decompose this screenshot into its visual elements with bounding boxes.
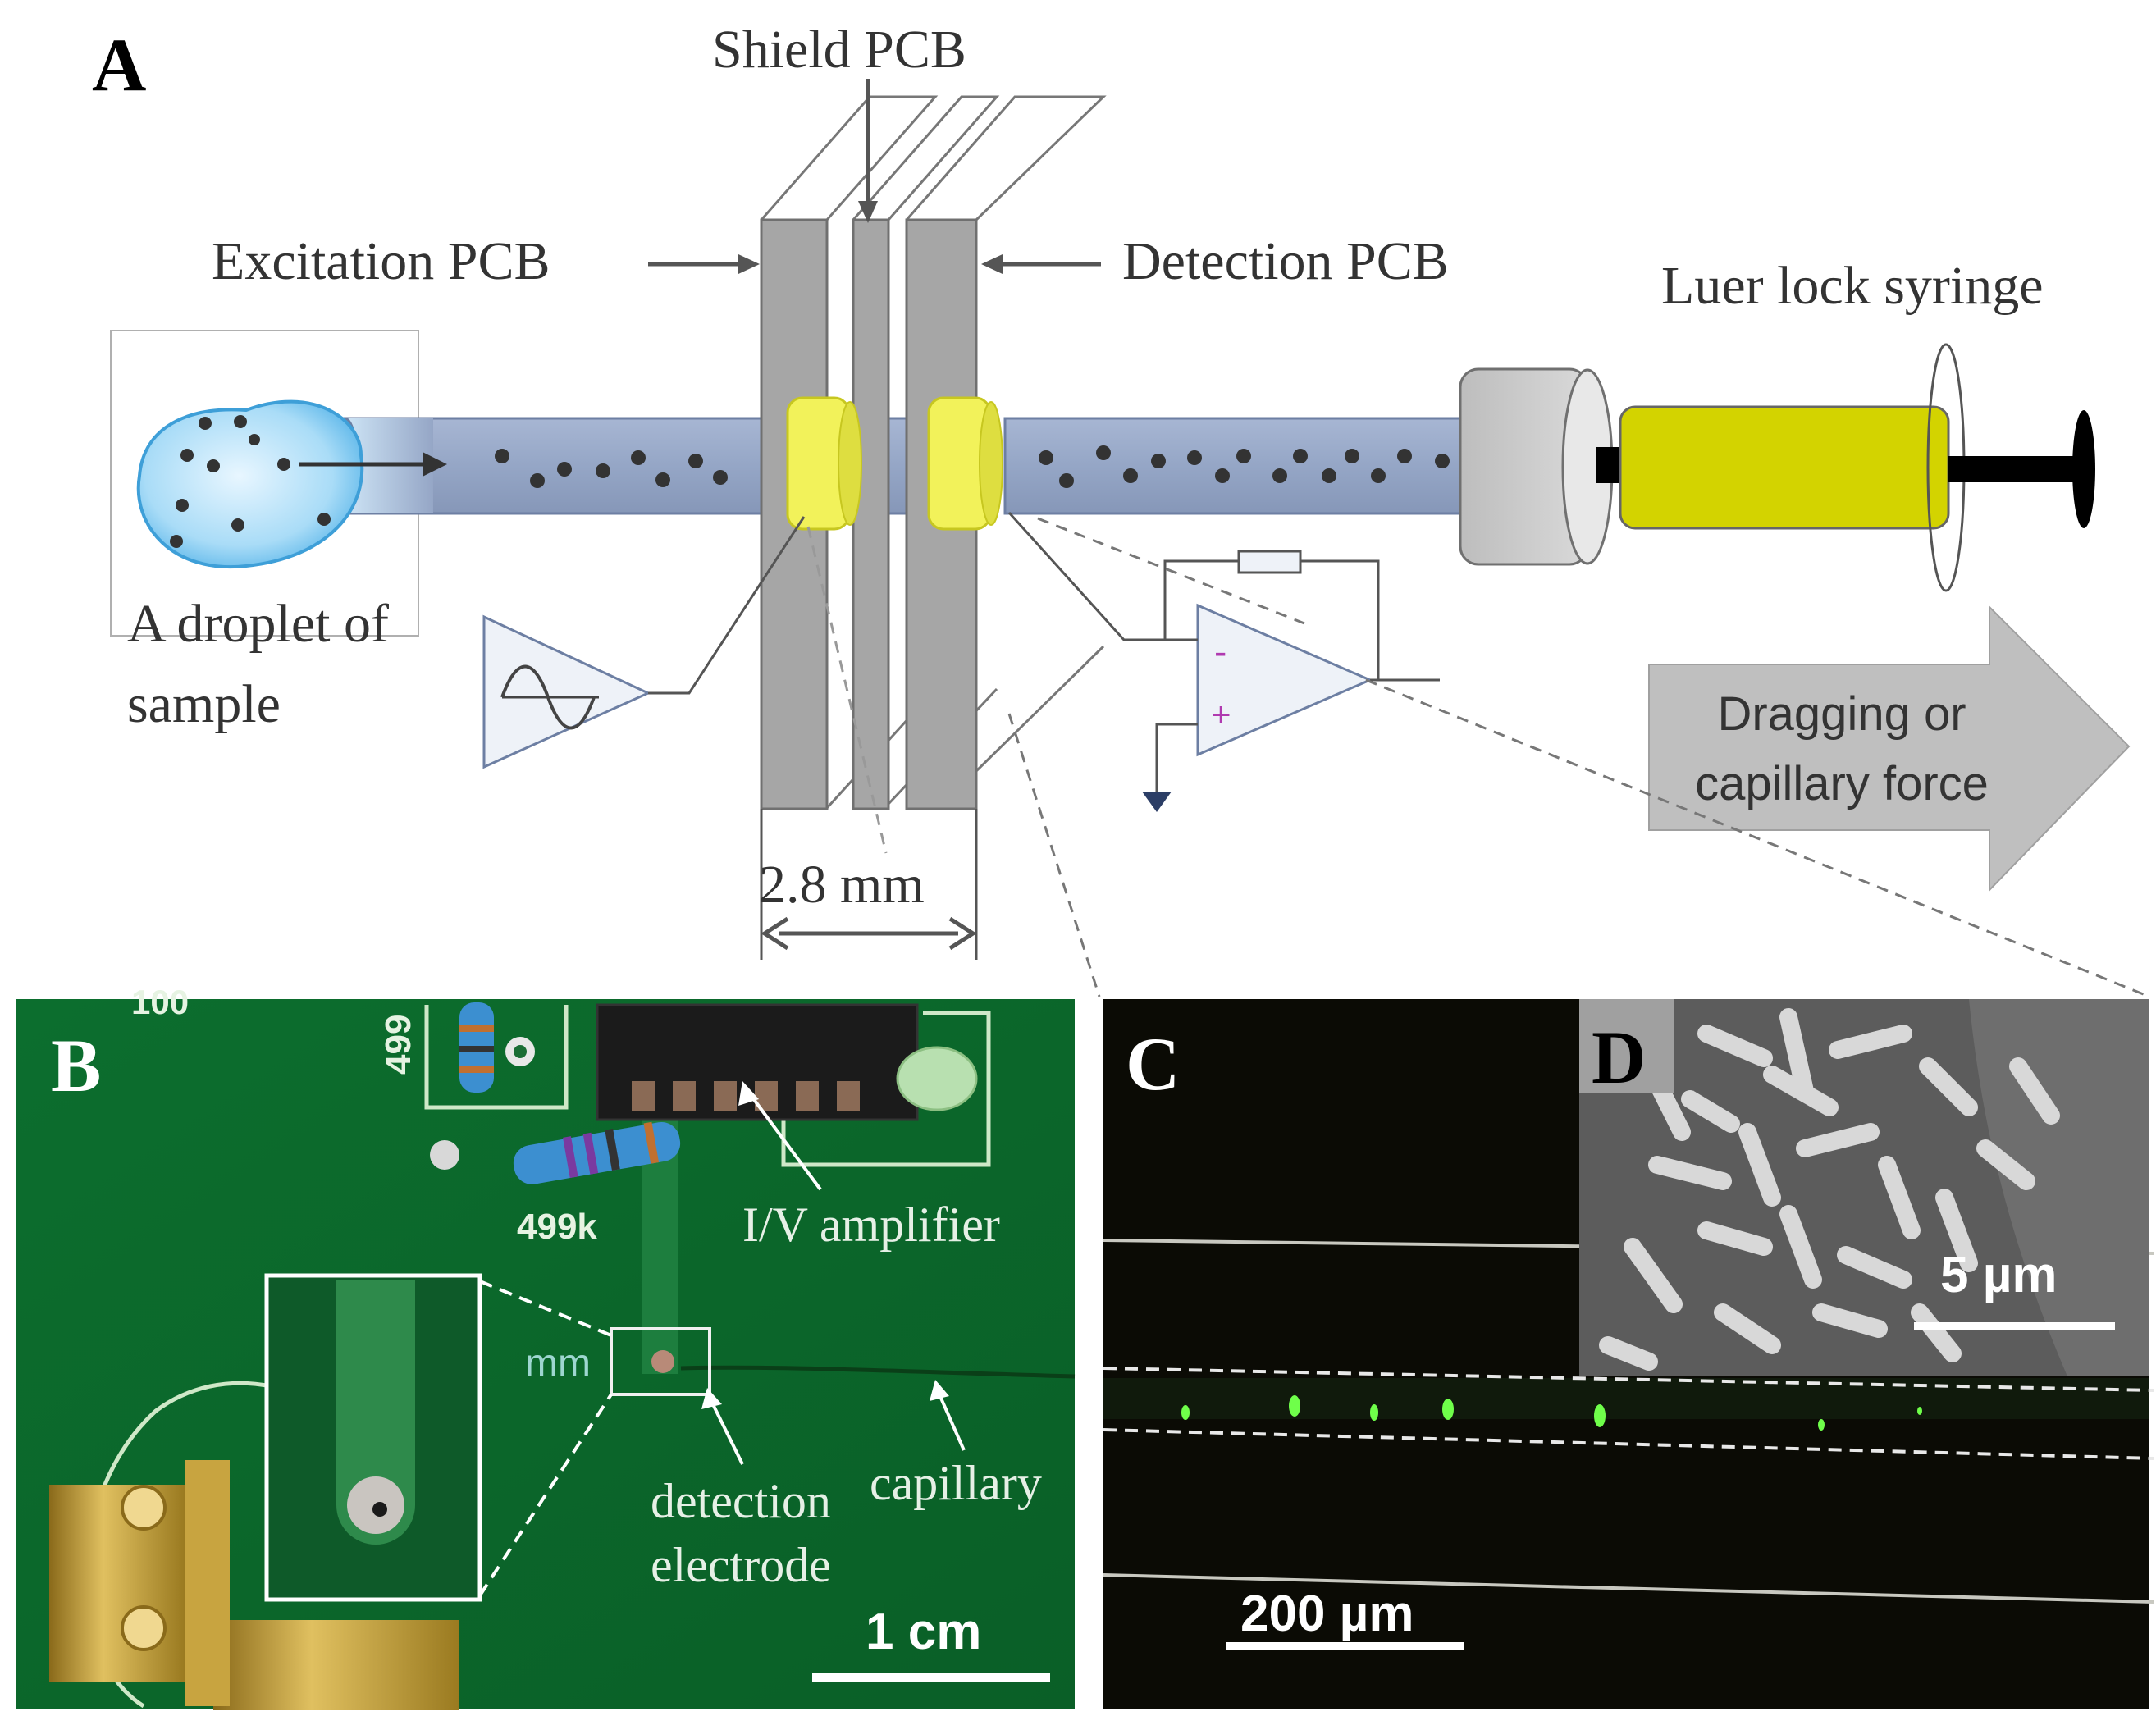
ground-wire xyxy=(1155,723,1198,792)
capillary-wall-bottom xyxy=(1103,1573,2154,1604)
flow-arrowhead xyxy=(423,452,447,477)
excitation-pcb-label: Excitation PCB xyxy=(212,231,550,291)
electrode-leader-head xyxy=(701,1388,722,1409)
electrode-label-line2: electrode xyxy=(651,1538,831,1592)
shield-pcb-label: Shield PCB xyxy=(712,20,966,80)
dragging-arrow-line2: capillary force xyxy=(1695,757,1989,810)
capillary-leader-head xyxy=(930,1380,949,1401)
resistor-horizontal xyxy=(430,1121,681,1184)
sem-background-right xyxy=(1969,999,2149,1376)
capillary-line xyxy=(680,1365,1076,1379)
detection-wire xyxy=(1007,511,1198,641)
zoom-line-right xyxy=(1365,678,2150,998)
fluorescent-cells xyxy=(1181,1395,1922,1431)
panel-d-letter: D xyxy=(1592,1015,1646,1099)
feedback-wire-left xyxy=(1163,559,1239,640)
electrode-hole xyxy=(651,1350,674,1373)
op-amp xyxy=(1196,603,1373,757)
panel-b-letter: B xyxy=(51,1024,101,1107)
amplifier-leader xyxy=(749,1093,822,1191)
panel-d: D 5 µm xyxy=(1579,999,2149,1376)
electrode-box xyxy=(610,1327,711,1396)
syringe-barrel xyxy=(1619,405,1950,530)
dimension-arrowhead-left xyxy=(761,916,789,951)
panel-b-scale-label: 1 cm xyxy=(866,1604,981,1660)
syringe-plunger-thumb xyxy=(2072,410,2095,528)
syringe-plunger-rod xyxy=(1948,456,2084,482)
capillary-tube-right xyxy=(1003,417,1482,515)
ic-pins xyxy=(632,1081,860,1111)
channel-dashed-top xyxy=(1103,1367,2154,1392)
silk-outline-1 xyxy=(424,1005,569,1110)
inset-electrode-hole xyxy=(372,1502,387,1517)
mm-marking: mm xyxy=(525,1342,591,1385)
detection-electrode xyxy=(927,396,1003,531)
droplet-label-line2: sample xyxy=(127,674,281,734)
dimension-arrowhead-right xyxy=(948,916,977,951)
sma-pin-bottom xyxy=(121,1605,167,1651)
feedback-resistor xyxy=(1237,550,1302,574)
panel-b: 499 499k 100 mm B I/V amplifier detectio… xyxy=(16,983,1076,1710)
inset-zoom-line-bottom xyxy=(478,1393,613,1597)
excitation-electrode xyxy=(786,396,862,531)
signal-source xyxy=(482,614,651,769)
gap-dimension-label: 2.8 mm xyxy=(759,855,925,915)
excitation-wire xyxy=(648,516,806,695)
resistor-vertical xyxy=(459,1002,535,1093)
op-amp-plus: + xyxy=(1211,695,1231,733)
panel-c-scale-bar xyxy=(1226,1642,1464,1650)
panel-c-letter: C xyxy=(1126,1022,1180,1106)
amplifier-label: I/V amplifier xyxy=(742,1198,1000,1252)
detection-pcb-leader-head xyxy=(981,254,1003,274)
tube-particles-right xyxy=(1039,445,1450,488)
resistor-rotated-label: 499 xyxy=(378,1015,418,1075)
silk-outline-2 xyxy=(781,1011,991,1167)
detection-pcb-label: Detection PCB xyxy=(1122,231,1449,291)
feedback-wire-right xyxy=(1300,559,1380,680)
electrode-leader xyxy=(710,1402,744,1465)
panel-d-scale-bar xyxy=(1914,1322,2115,1330)
panel-a-letter: A xyxy=(92,23,146,107)
electrode-label-line1: detection xyxy=(651,1474,831,1528)
capillary-label: capillary xyxy=(870,1456,1042,1510)
panel-c-scale-label: 200 µm xyxy=(1240,1586,1414,1642)
tube-particles-left xyxy=(495,449,728,488)
inset-trace xyxy=(336,1280,415,1545)
excitation-pcb-leader-head xyxy=(738,254,760,274)
capillary-channel xyxy=(1103,1378,2149,1419)
panel-d-letter-box xyxy=(1579,999,1674,1093)
capacitor xyxy=(896,1046,978,1111)
zoom-line-left-down xyxy=(1007,713,1101,997)
channel-dashed-bottom xyxy=(1103,1428,2154,1460)
zoom-line-b xyxy=(806,526,888,854)
sma-connector-plug xyxy=(213,1620,459,1710)
panel-d-scale-label: 5 µm xyxy=(1940,1247,2058,1303)
zoom-line-left xyxy=(1037,517,1305,625)
sample-droplet xyxy=(136,399,364,569)
syringe-label: Luer lock syringe xyxy=(1661,256,2044,316)
corner-marking: 100 xyxy=(131,983,189,1021)
panel-a: A xyxy=(92,20,2150,998)
sma-pin-top xyxy=(121,1485,167,1531)
ground-icon xyxy=(1142,792,1172,812)
resistor-label: 499k xyxy=(517,1207,597,1247)
droplet-particles xyxy=(170,415,331,548)
panel-b-scale-bar xyxy=(812,1673,1050,1682)
amplifier-leader-head xyxy=(738,1081,759,1106)
shield-pcb-leader-head xyxy=(858,201,878,223)
capillary-leader xyxy=(938,1394,966,1451)
shield-pcb xyxy=(852,218,890,810)
dragging-arrow-line1: Dragging or xyxy=(1717,687,1966,741)
sma-connector-flange xyxy=(185,1460,230,1706)
inset-zoom-line-top xyxy=(479,1280,612,1337)
sem-bacteria xyxy=(1599,1008,2060,1371)
dragging-arrow xyxy=(1648,605,2131,892)
op-amp-minus: - xyxy=(1214,630,1226,673)
droplet-label-line1: A droplet of xyxy=(127,594,389,654)
